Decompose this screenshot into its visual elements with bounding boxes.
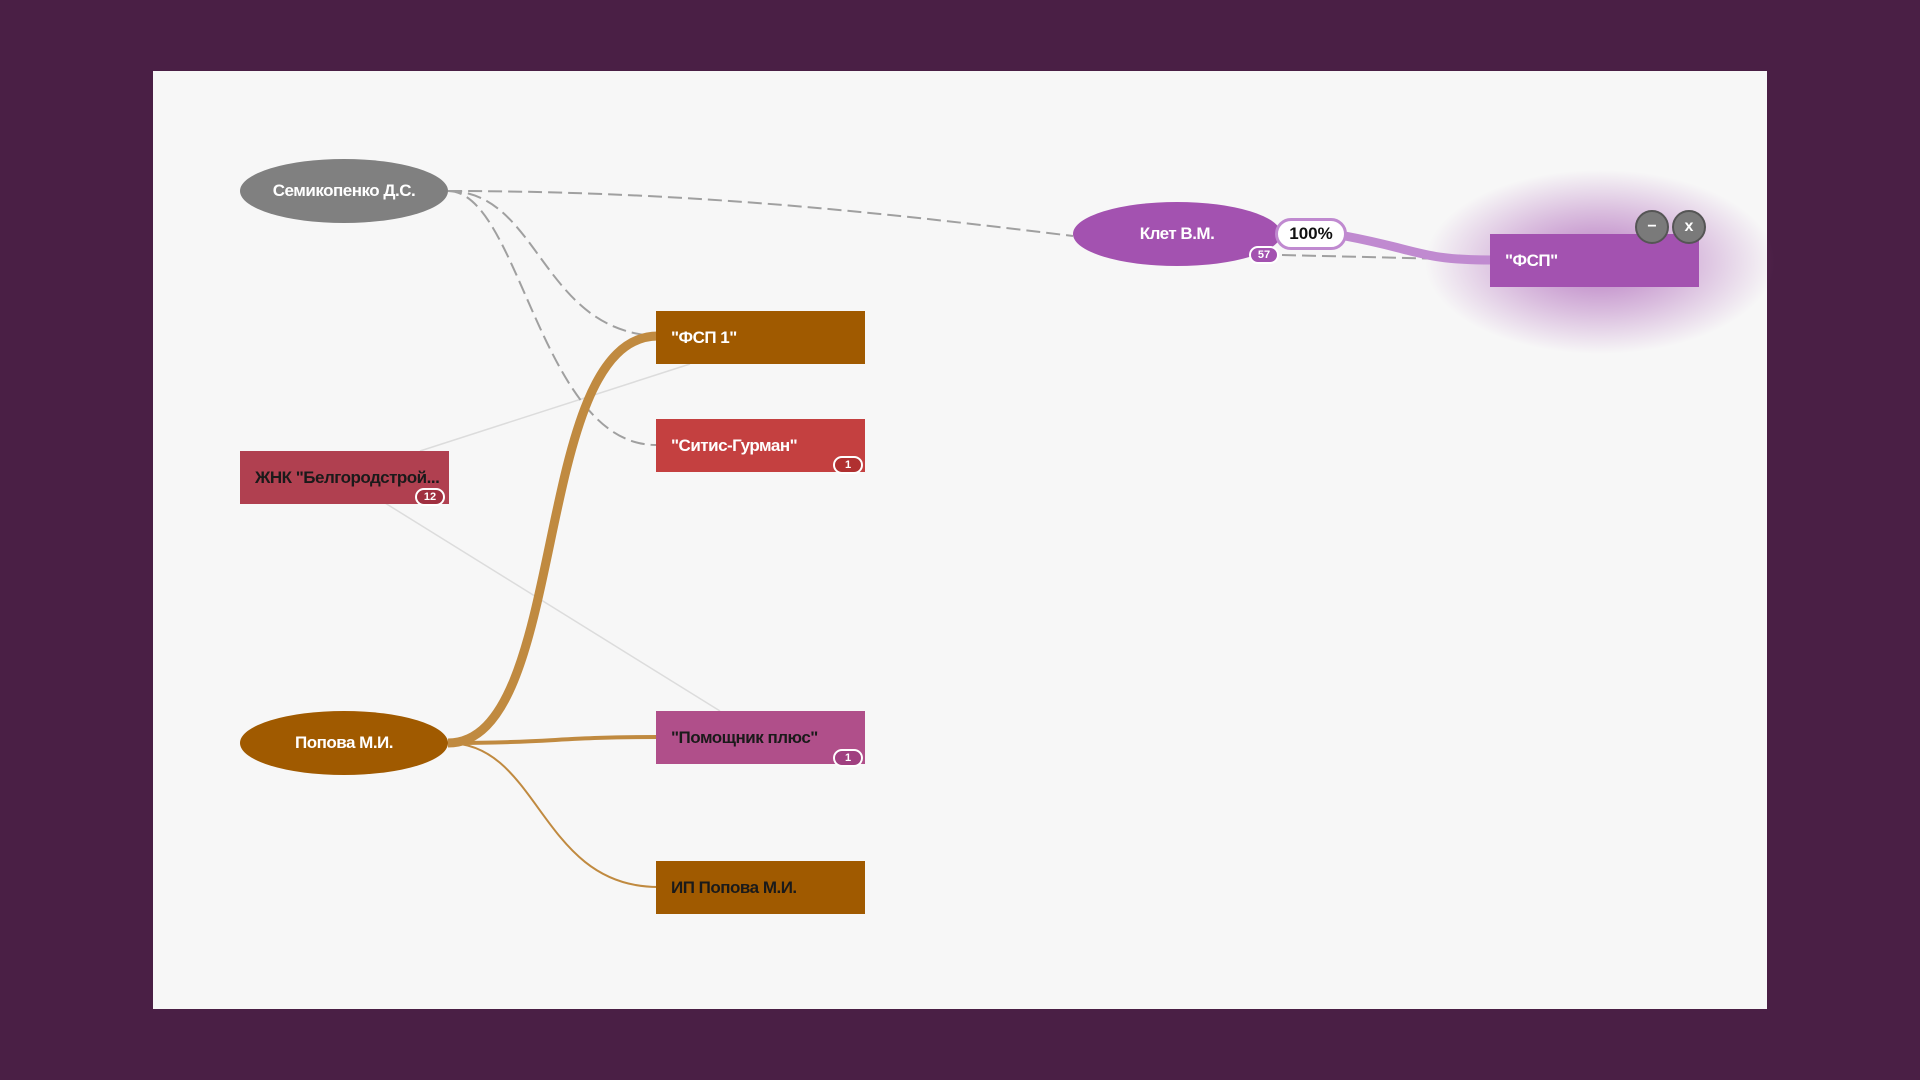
edge-zhnk-pomoshnik bbox=[384, 502, 721, 712]
edge-semikopenko-klet bbox=[447, 190, 1074, 237]
node-label: "ФСП" bbox=[1505, 250, 1558, 270]
node-pomoshnik-count-badge: 1 bbox=[833, 749, 863, 767]
node-zhnk-count-badge: 12 bbox=[415, 488, 445, 506]
edge-popova-fsp1 bbox=[447, 331, 659, 748]
node-label: Семикопенко Д.С. bbox=[272, 181, 416, 200]
edge-zhnk-fsp1 bbox=[419, 363, 691, 452]
node-label: ЖНК "Белгородстрой... bbox=[255, 467, 440, 487]
node-zhnk-belgorodstroy[interactable]: ЖНК "Белгородстрой... bbox=[240, 451, 449, 504]
node-fsp[interactable]: "ФСП" bbox=[1490, 234, 1699, 287]
node-popova[interactable]: Попова М.И. bbox=[240, 711, 448, 775]
node-label: "Помощник плюс" bbox=[671, 727, 818, 747]
ownership-share-label: 100% bbox=[1275, 218, 1347, 250]
node-pomoshnik-plus[interactable]: "Помощник плюс" bbox=[656, 711, 865, 764]
node-label: Клет В.М. bbox=[1139, 224, 1215, 243]
edge-semikopenko-fsp1 bbox=[447, 190, 657, 337]
node-label: ИП Попова М.И. bbox=[671, 877, 797, 897]
edge-semikopenko-sitis bbox=[447, 190, 657, 446]
node-fsp1[interactable]: "ФСП 1" bbox=[656, 311, 865, 364]
node-sitis-count-badge: 1 bbox=[833, 456, 863, 474]
node-label: "Ситис-Гурман" bbox=[671, 435, 798, 455]
edge-popova-ip bbox=[447, 742, 659, 888]
node-klet-count-badge: 57 bbox=[1249, 246, 1279, 264]
close-button[interactable]: x bbox=[1672, 210, 1706, 244]
collapse-button[interactable]: − bbox=[1635, 210, 1669, 244]
node-label: Попова М.И. bbox=[295, 733, 394, 752]
node-ip-popova[interactable]: ИП Попова М.И. bbox=[656, 861, 865, 914]
edge-klet-fsp bbox=[1344, 231, 1493, 265]
node-klet[interactable]: Клет В.М. bbox=[1073, 202, 1281, 266]
node-sitis-gurman[interactable]: "Ситис-Гурман" bbox=[656, 419, 865, 472]
node-semikopenko[interactable]: Семикопенко Д.С. bbox=[240, 159, 448, 223]
node-label: "ФСП 1" bbox=[671, 327, 737, 347]
edge-popova-pomoshnik bbox=[447, 735, 659, 745]
